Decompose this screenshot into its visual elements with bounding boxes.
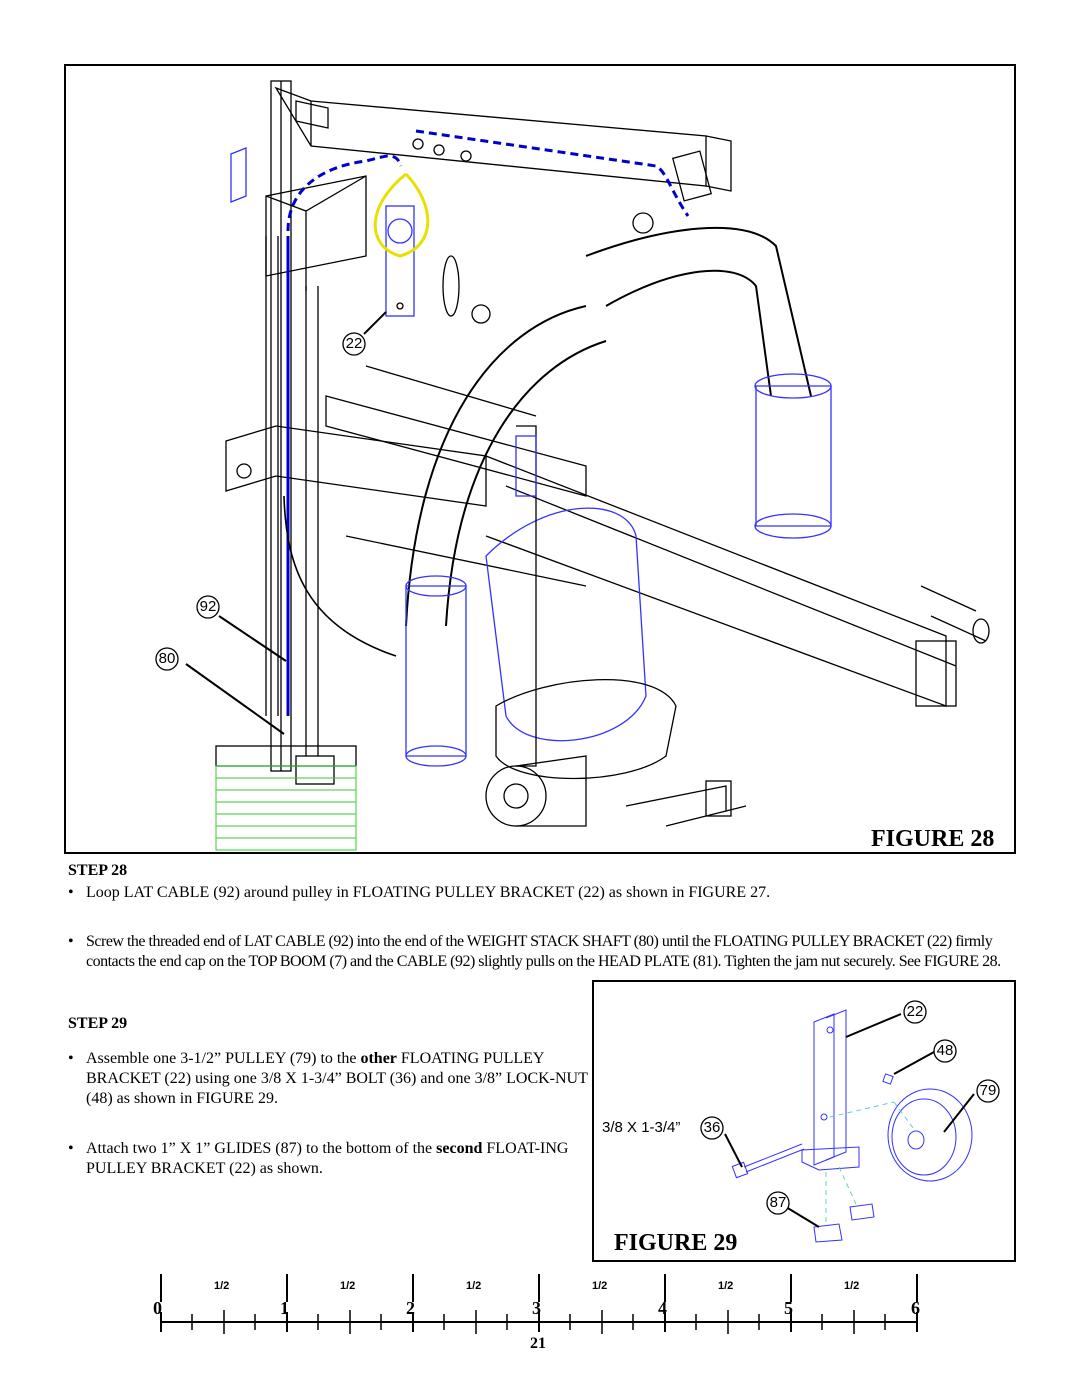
bullet-icon: • [68, 1050, 74, 1067]
step-28-bullet-1: • Loop LAT CABLE (92) around pulley in F… [68, 883, 1018, 903]
ruler-half-label: 1/2 [214, 1280, 230, 1292]
inch-ruler: 1/2 1/2 1/2 1/2 1/2 1/2 0 1 2 3 4 5 6 [153, 1272, 925, 1342]
callout-79: 79 [979, 1082, 997, 1099]
step-29-text-2b: FLOAT-ING PULLEY BRACKET (22) as shown. [86, 1140, 569, 1177]
ruler-number: 5 [784, 1298, 793, 1318]
ruler-half-label: 1/2 [718, 1280, 734, 1292]
bullet-icon: • [68, 1140, 74, 1157]
top-boom [274, 86, 707, 187]
ruler-number: 1 [280, 1298, 289, 1318]
callout-36: 36 [703, 1119, 721, 1136]
ruler-half-label: 1/2 [844, 1280, 860, 1292]
bullet-icon: • [68, 933, 74, 950]
step-29-heading: STEP 29 [68, 1015, 128, 1032]
figure-28: 22 92 80 FIGURE 28 [64, 64, 1016, 854]
ruler-ticks [160, 1274, 918, 1334]
callout-80: 80 [158, 650, 176, 667]
step-29-bullet-1: • Assemble one 3-1/2” PULLEY (79) to the… [68, 1049, 588, 1109]
ruler-number: 6 [911, 1298, 920, 1318]
step-28-text-2: Screw the threaded end of LAT CABLE (92)… [86, 933, 1001, 970]
ruler-half-label: 1/2 [340, 1280, 356, 1292]
ruler-number: 3 [532, 1298, 541, 1318]
callout-87: 87 [769, 1194, 787, 1211]
cable-loop-highlight [373, 172, 430, 258]
step-28-heading: STEP 28 [68, 862, 128, 879]
step-29-text-2-bold: second [436, 1140, 483, 1157]
step-29-text-1b: FLOATING PULLEY BRACKET (22) using one 3… [86, 1050, 588, 1107]
figure-29-title: FIGURE 29 [614, 1230, 738, 1256]
callout-48: 48 [936, 1042, 954, 1059]
bullet-icon: • [68, 884, 74, 901]
pulley-bracket-diagram [700, 1000, 1000, 1243]
page-number: 21 [530, 1335, 546, 1352]
bolt-size-label: 3/8 X 1-3/4” [602, 1119, 681, 1136]
callout-22: 22 [906, 1003, 924, 1020]
bracket-plate-front [813, 1013, 835, 1166]
figure-28-title: FIGURE 28 [871, 826, 995, 852]
step-29-text-1a: Assemble one 3-1/2” PULLEY (79) to the [86, 1050, 361, 1067]
ruler-number: 4 [658, 1298, 667, 1318]
gym-assembly-illustration [155, 80, 990, 851]
callout-22: 22 [345, 335, 363, 352]
step-28-text-1: Loop LAT CABLE (92) around pulley in FLO… [86, 884, 771, 901]
step-29-text-1-bold: other [360, 1050, 397, 1067]
ruler-number: 0 [153, 1298, 162, 1318]
step-29-bullet-2: • Attach two 1” X 1” GLIDES (87) to the … [68, 1139, 588, 1179]
weight-stack-plates [215, 765, 357, 851]
callout-92: 92 [199, 598, 217, 615]
step-28-bullet-2: • Screw the threaded end of LAT CABLE (9… [68, 932, 1018, 972]
figure-29: 22 48 79 36 87 3/8 X 1-3/4” FIGURE 29 [592, 980, 1016, 1262]
ruler-half-label: 1/2 [466, 1280, 482, 1292]
step-29-text-2a: Attach two 1” X 1” GLIDES (87) to the bo… [86, 1140, 437, 1157]
ruler-half-label: 1/2 [592, 1280, 608, 1292]
ruler-number: 2 [406, 1298, 415, 1318]
